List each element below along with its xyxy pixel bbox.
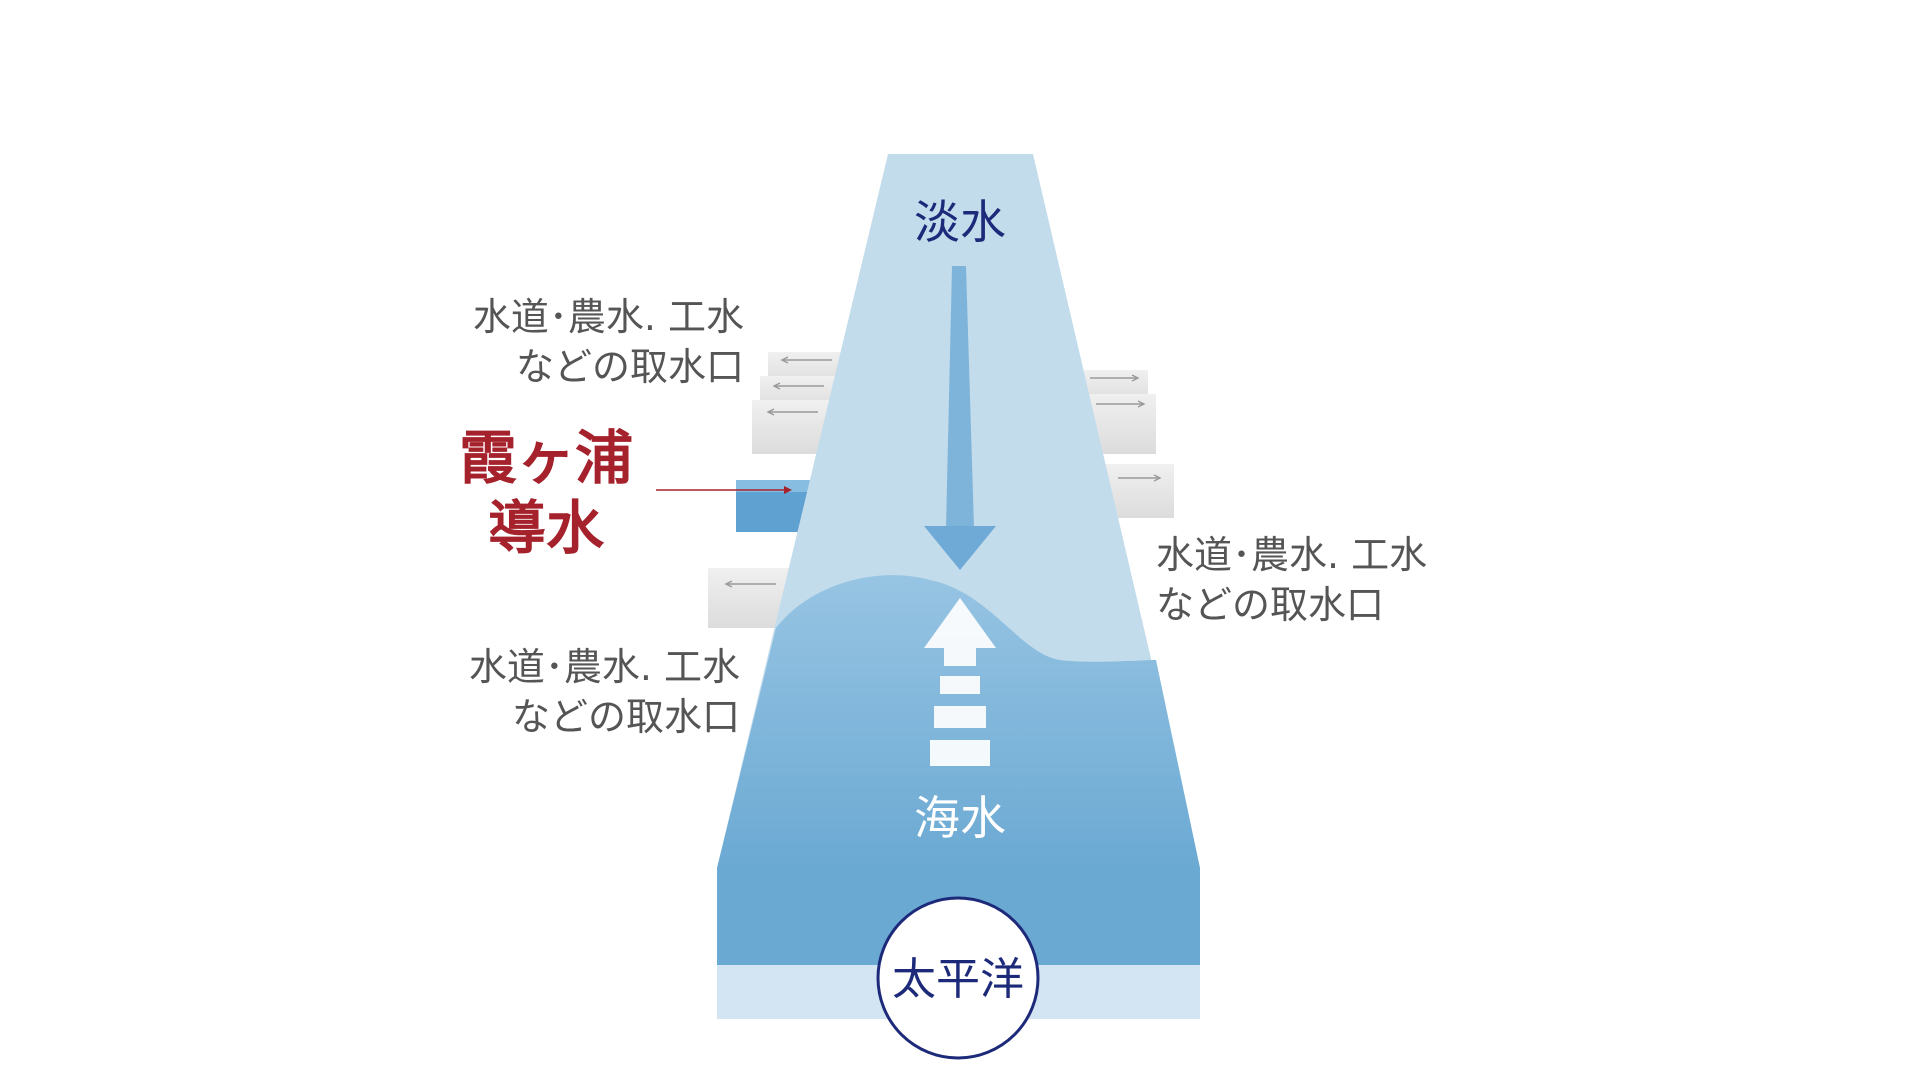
pacific-label: 太平洋 [892, 954, 1024, 1005]
seawater-intrusion-arrow-icon [924, 598, 996, 766]
intake-upper-left-line1: 水道･農水. 工水 [473, 295, 744, 339]
intake-lower-left-line2: などの取水口 [512, 695, 740, 739]
kasumigaura-label-line2: 導水 [488, 494, 605, 562]
intake-lower-left-line1: 水道･農水. 工水 [469, 645, 740, 689]
pacific-ocean-circle [876, 896, 1040, 1060]
small-arrow-icon [766, 356, 832, 416]
intake-blocks-right [1060, 370, 1174, 518]
intake-upper-left-line2: などの取水口 [516, 345, 744, 389]
intake-right-line2: などの取水口 [1156, 583, 1384, 627]
freshwater-flow-arrow-icon [924, 266, 996, 570]
kasumigaura-label-line1: 霞ヶ浦 [459, 424, 633, 492]
intake-right-line1: 水道･農水. 工水 [1156, 533, 1427, 577]
kasumigaura-pointer-arrow-icon [656, 486, 792, 494]
small-arrow-icon [724, 580, 776, 588]
small-arrow-icon [1090, 374, 1162, 482]
seawater-label: 海水 [914, 791, 1006, 845]
freshwater-label: 淡水 [914, 195, 1006, 249]
